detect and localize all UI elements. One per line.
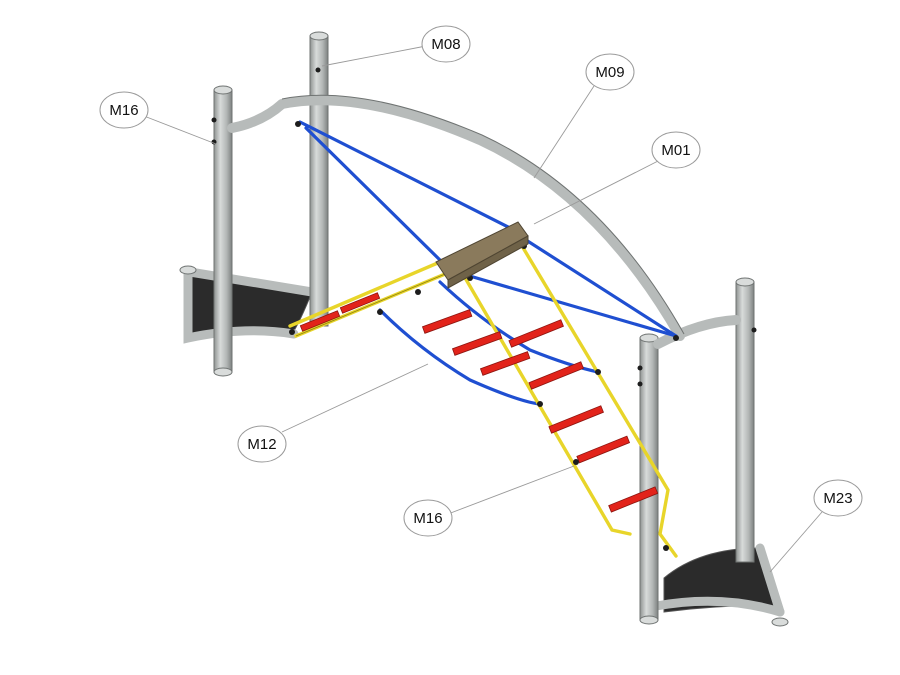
right-connector-beam [653, 315, 741, 349]
label-m23: M23 [823, 490, 852, 507]
label-m01: M01 [661, 142, 690, 159]
callout-m09: M09 [533, 53, 635, 179]
wooden-plank [435, 221, 529, 289]
label-m09: M09 [595, 64, 624, 81]
label-m16-top: M16 [109, 102, 138, 119]
arch-beam [277, 94, 685, 341]
callout-m01: M01 [533, 131, 701, 225]
callout-m08: M08 [321, 25, 471, 67]
label-m16-bottom: M16 [413, 510, 442, 527]
left-deck-cap [179, 265, 197, 275]
callout-m23: M23 [769, 479, 863, 573]
callout-m12: M12 [237, 363, 429, 463]
right-deck-rim [651, 596, 785, 617]
blue-rope-net [298, 120, 678, 406]
label-m08: M08 [431, 36, 460, 53]
right-front-post [639, 337, 659, 621]
left-deck-rim [183, 267, 299, 344]
callout-m16-bottom: M16 [403, 465, 575, 537]
label-m12: M12 [247, 436, 276, 453]
red-rungs [299, 292, 659, 513]
left-back-post [309, 35, 329, 327]
left-front-post [213, 89, 233, 373]
right-tower [637, 277, 789, 627]
callout-m16-top: M16 [99, 91, 217, 145]
left-tower [179, 31, 329, 377]
rope-clamps [289, 121, 679, 551]
left-connector-beam [227, 99, 287, 133]
